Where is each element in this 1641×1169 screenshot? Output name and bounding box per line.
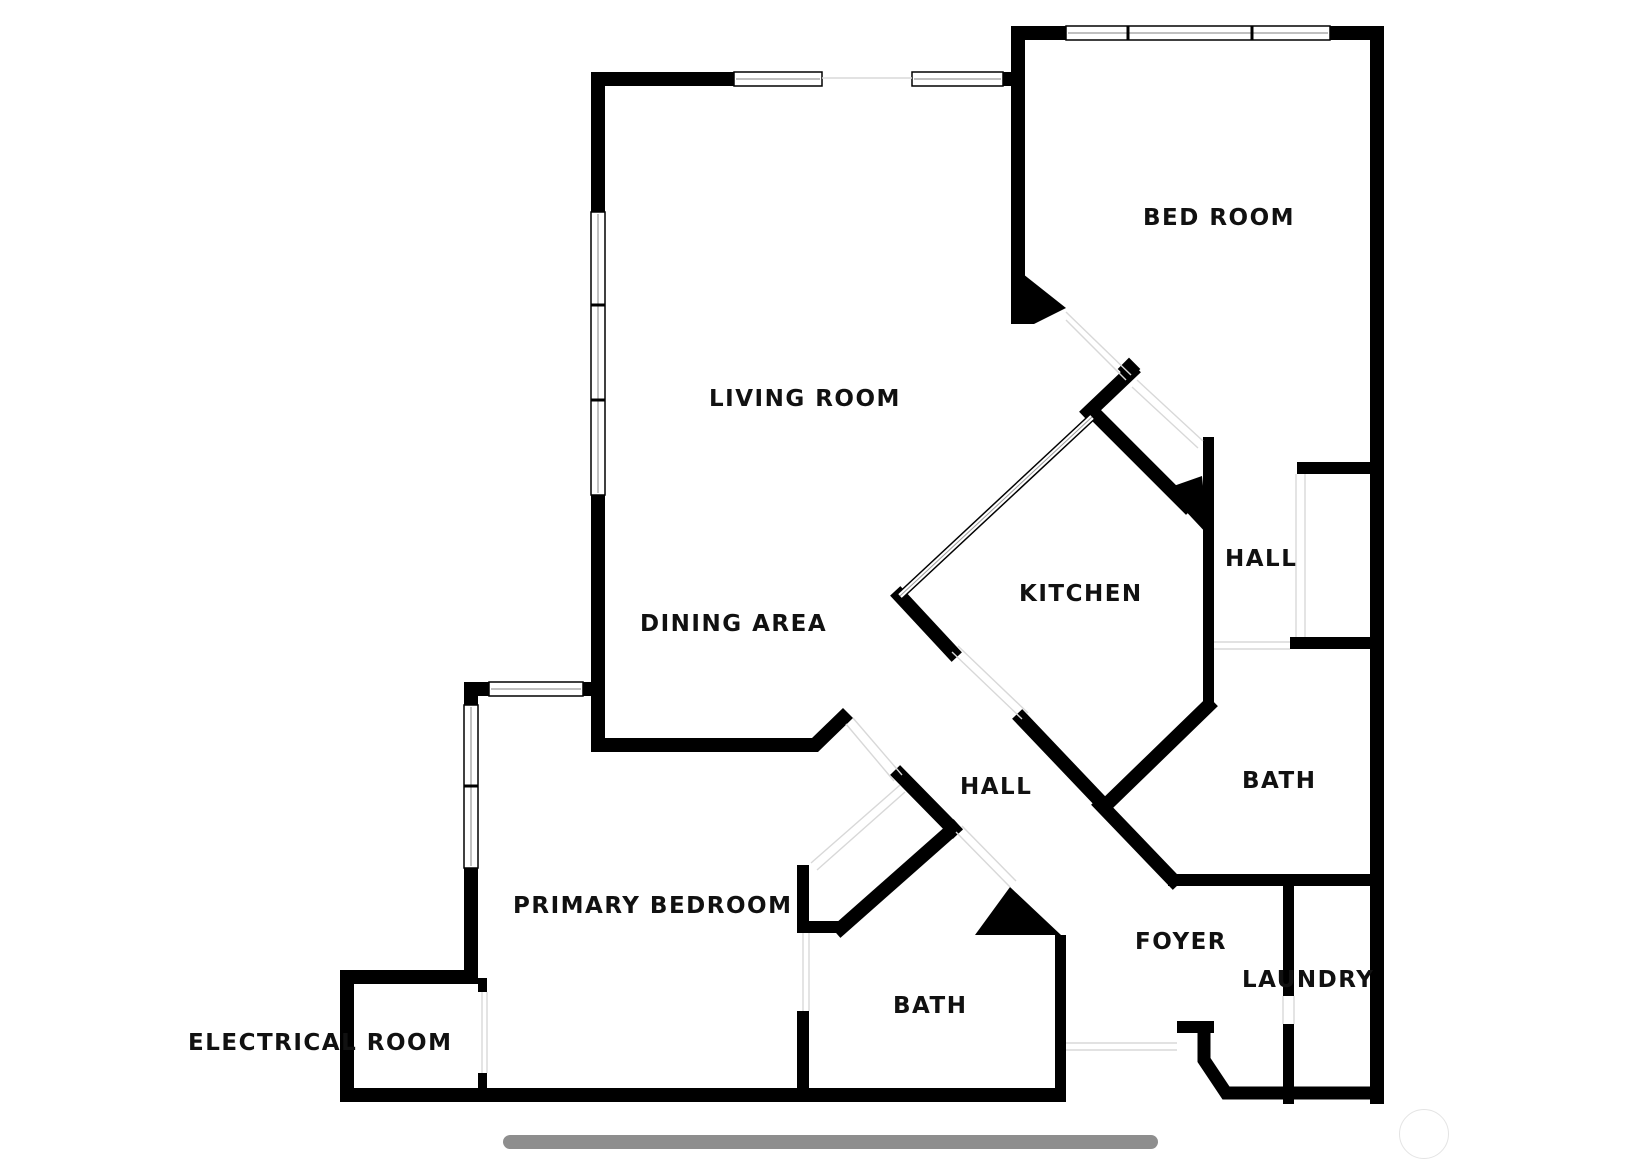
wall-bath-lower-west-upper [797,865,809,933]
circle-button-icon[interactable] [1399,1109,1449,1159]
door-bedroom [1065,311,1132,376]
door-bath-lower [955,831,1011,888]
door-openings [481,311,1306,1073]
wall-dining-bottom [591,708,853,752]
wall-east [1370,26,1384,1104]
wall-kitchen-se [1096,696,1218,815]
bath-lower-door-jamb [975,887,1061,935]
horizontal-scrollbar[interactable] [503,1135,1158,1149]
wall-living-west-upper [591,72,605,212]
wall-electrical-west [340,970,354,1102]
label-kitchen: KITCHEN [1019,581,1143,607]
wall-closet-diag-top [890,765,963,839]
wall-foyer-bottom-right [1197,1027,1377,1100]
wall-closet-bottom [1290,637,1377,649]
label-hall-upper: HALL [1225,546,1297,572]
wall-bath-lower-west-lower [797,1011,809,1102]
wall-kitchen-west [890,586,962,662]
door-kitchen [1136,379,1204,442]
label-dining-area: DINING AREA [640,611,827,637]
wall-closet-diag [831,819,963,938]
door-closet-primary [810,784,901,864]
wall-bath-right-diag [1091,795,1183,890]
walls [340,26,1384,1104]
wall-bath-lower-east [1055,935,1066,1102]
wall-bed-top-left [1011,26,1066,40]
wall-bath-right-bottom [1168,874,1377,886]
wall-bottom [340,1088,1065,1102]
wall-electrical-top [340,970,478,984]
windows [463,25,1331,869]
label-laundry: LAUNDRY [1242,967,1374,993]
wall-living-top-left [591,72,734,86]
kitchen-door-jamb [1165,476,1208,535]
wall-closet-bottom-short [803,921,844,933]
wall-hall-west [1203,437,1214,709]
electrical-jamb-top [478,978,487,992]
label-bath-right: BATH [1242,768,1316,794]
wall-primary-west-lower [464,868,478,978]
wall-living-west-lower [591,495,605,751]
electrical-jamb-bottom [478,1073,487,1089]
wall-laundry-upper [1283,880,1294,996]
bed-door-jamb [1018,270,1066,324]
door-kitchen-hall [951,651,1023,720]
wall-laundry-lower [1283,1024,1294,1104]
label-primary-bedroom: PRIMARY BEDROOM [513,893,792,919]
wall-primary-top-stub [464,682,489,696]
label-electrical-room: ELECTRICAL ROOM [188,1030,452,1056]
label-bed-room: BED ROOM [1143,205,1295,231]
wall-bed-west [1011,26,1025,324]
label-hall-lower: HALL [960,774,1032,800]
wall-closet-top [1297,462,1377,474]
label-living-room: LIVING ROOM [709,386,901,412]
wall-kitchen-sw [1012,709,1110,811]
label-bath-lower: BATH [893,993,967,1019]
kitchen-jamb-top [1117,357,1141,381]
label-foyer: FOYER [1135,929,1227,955]
room-labels: BED ROOM LIVING ROOM DINING AREA KITCHEN… [188,205,1374,1056]
door-primary [852,717,903,776]
wall-primary-top-right [583,682,593,696]
